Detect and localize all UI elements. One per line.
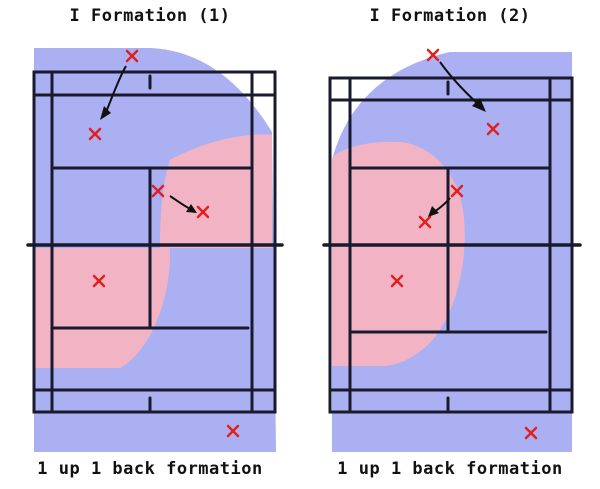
player-marker [524,426,538,440]
panel-title: I Formation (2) [369,6,531,26]
panel-caption: 1 up 1 back formation [337,459,563,479]
panel-caption: 1 up 1 back formation [37,459,263,479]
red-coverage-zone-upper [160,134,272,248]
player-marker [418,215,432,229]
arrowhead-icon [472,98,486,112]
red-coverage-zone [332,141,465,366]
panel-formation-1: I Formation (1) [26,6,284,479]
panel-formation-2: I Formation (2) [300,0,600,489]
arrowhead-icon [100,106,111,120]
player-marker [88,127,102,141]
panel-title: I Formation (1) [69,6,231,26]
court-diagram [26,48,284,452]
player-marker [92,274,106,288]
player-marker [151,184,165,198]
player-marker [390,274,404,288]
player-marker [426,48,440,62]
player-marker [450,184,464,198]
movement-arrow [439,61,479,105]
arrowhead-icon [186,204,197,213]
movement-arrow [105,65,127,113]
player-marker [125,49,139,63]
arrowhead-icon [428,206,439,217]
court-diagram [322,48,582,452]
player-marker [226,424,240,438]
player-marker [196,205,210,219]
court-outline [32,70,277,414]
player-marker [486,122,500,136]
